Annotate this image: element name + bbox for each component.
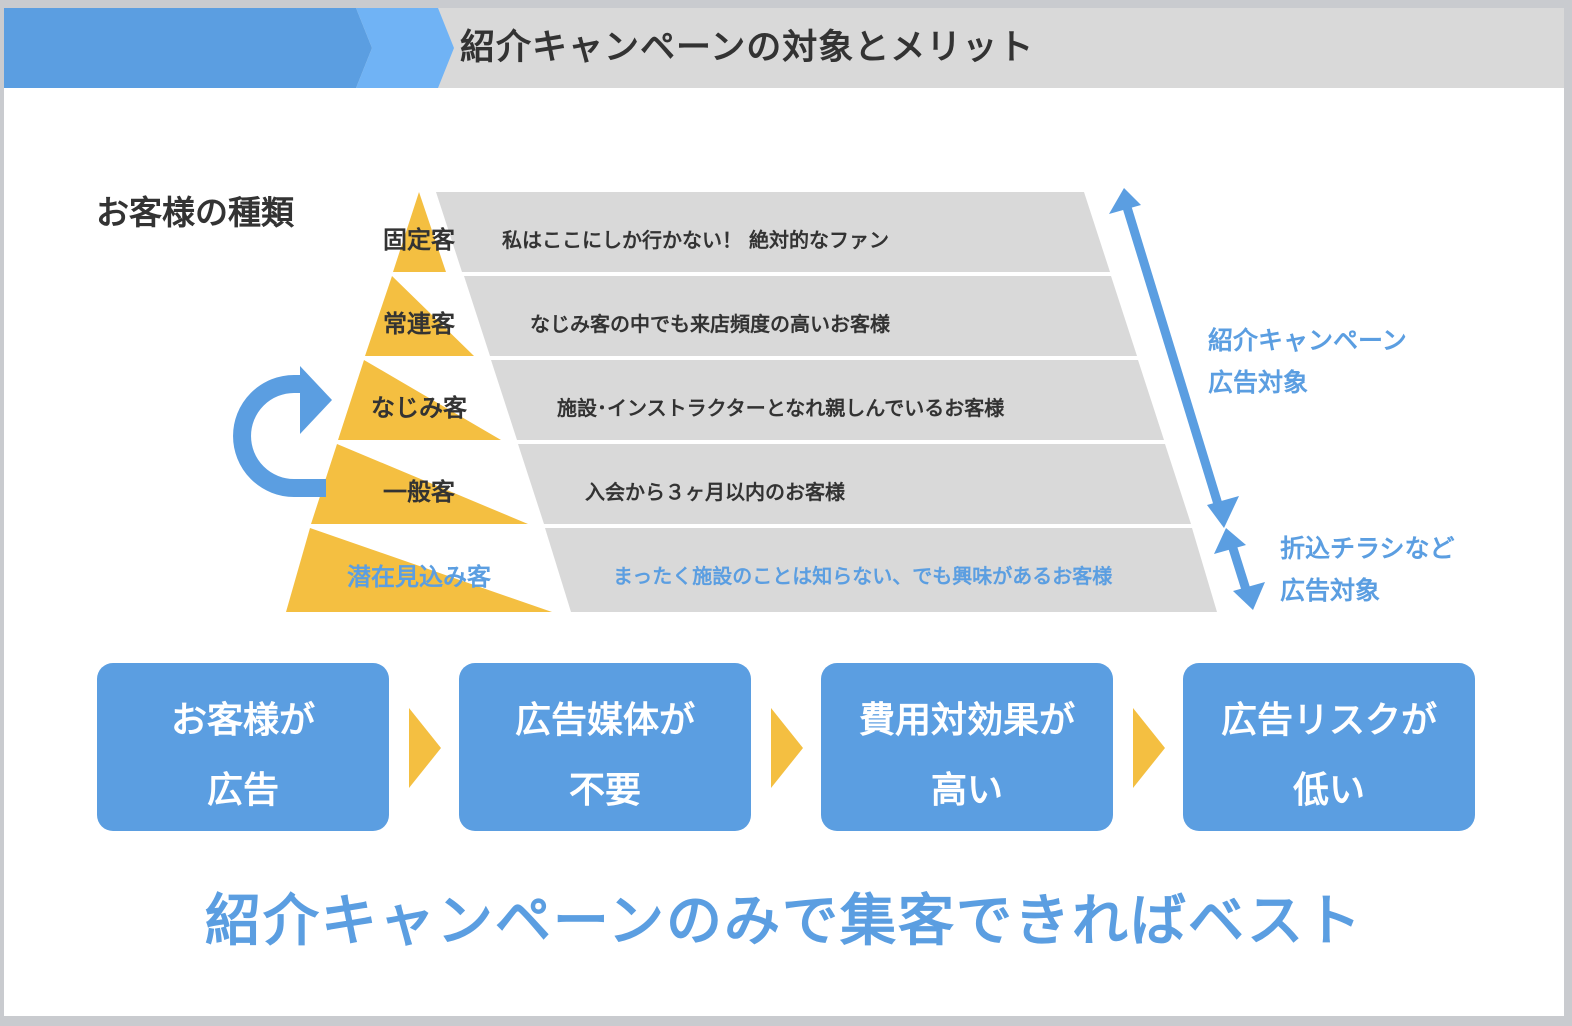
step-box-line2: 低い xyxy=(1292,770,1365,811)
flyer-target-note: 折込チラシなど 広告対象 xyxy=(1280,528,1455,612)
step-box-customer-advertises: お客様が 広告 xyxy=(97,663,389,831)
step-box-line1: 広告媒体が xyxy=(514,700,695,741)
flyer-target-note-line1: 折込チラシなど xyxy=(1280,534,1455,563)
band-tier-5 xyxy=(545,528,1217,612)
loop-arrow-icon xyxy=(233,375,326,497)
loop-arrow-head-icon xyxy=(300,366,332,434)
referral-target-note-line1: 紹介キャンペーン xyxy=(1208,326,1407,355)
band-tier-2 xyxy=(464,276,1137,356)
step-arrow-icon xyxy=(1133,708,1165,788)
step-box-line2: 高い xyxy=(930,770,1003,811)
band-tier-4 xyxy=(518,444,1191,524)
flyer-target-note-line2: 広告対象 xyxy=(1280,576,1381,605)
tier-label-prospect: 潜在見込み客 xyxy=(347,563,491,591)
conclusion-text: 紹介キャンペーンのみで集客できればベスト xyxy=(204,889,1364,954)
flyer-range-arrow-bottom-head xyxy=(1233,582,1265,610)
step-box-no-media: 広告媒体が 不要 xyxy=(459,663,751,831)
tier-description-fixed: 私はここにしか行かない！ 絶対的なファン xyxy=(502,228,889,252)
pyramid-tier-2 xyxy=(365,276,474,356)
header-chevron-light xyxy=(356,8,454,88)
pyramid-tier-1 xyxy=(393,192,446,272)
step-box-line1: 広告リスクが xyxy=(1220,700,1437,741)
tier-label-regular: 常連客 xyxy=(383,310,455,338)
tier-description-prospect: まったく施設のことは知らない、でも興味があるお客様 xyxy=(613,564,1113,588)
referral-target-note: 紹介キャンペーン 広告対象 xyxy=(1208,320,1407,404)
step-box-line1: お客様が xyxy=(170,700,315,741)
slide: 紹介キャンペーンの対象とメリット お客様の種類 固定客 常連客 なじみ客 一般客… xyxy=(4,8,1564,1016)
tier-description-familiar: 施設･インストラクターとなれ親しんでいるお客様 xyxy=(557,396,1005,420)
step-box-cost-effective: 費用対効果が 高い xyxy=(821,663,1113,831)
referral-range-arrow-icon xyxy=(1121,202,1226,516)
step-arrow-icon xyxy=(409,708,441,788)
tier-label-familiar: なじみ客 xyxy=(371,394,467,422)
tier-label-general: 一般客 xyxy=(383,478,455,506)
flyer-range-arrow-icon xyxy=(1226,540,1253,598)
pyramid-tier-5 xyxy=(286,528,552,612)
referral-target-note-line2: 広告対象 xyxy=(1208,368,1309,397)
tier-description-regular: なじみ客の中でも来店頻度の高いお客様 xyxy=(530,312,890,336)
step-box-low-risk: 広告リスクが 低い xyxy=(1183,663,1475,831)
band-tier-1 xyxy=(436,192,1110,272)
referral-range-arrow-top-head xyxy=(1109,188,1141,214)
header-chevron-dark xyxy=(4,8,372,88)
step-box-line1: 費用対効果が xyxy=(858,700,1075,741)
step-arrow-icon xyxy=(771,708,803,788)
customer-pyramid-diagram xyxy=(4,8,1265,612)
page-title: 紹介キャンペーンの対象とメリット xyxy=(460,28,1035,68)
band-tier-3 xyxy=(491,360,1164,440)
section-label: お客様の種類 xyxy=(96,193,294,232)
step-box-line2: 広告 xyxy=(206,770,279,811)
tier-label-fixed: 固定客 xyxy=(383,226,455,254)
tier-description-general: 入会から３ヶ月以内のお客様 xyxy=(585,480,845,504)
step-box-line2: 不要 xyxy=(568,770,641,811)
referral-range-arrow-bottom-head xyxy=(1207,496,1239,528)
pyramid-tier-3 xyxy=(338,360,501,440)
pyramid-tier-4 xyxy=(311,444,528,524)
flyer-range-arrow-top-head xyxy=(1214,528,1246,554)
